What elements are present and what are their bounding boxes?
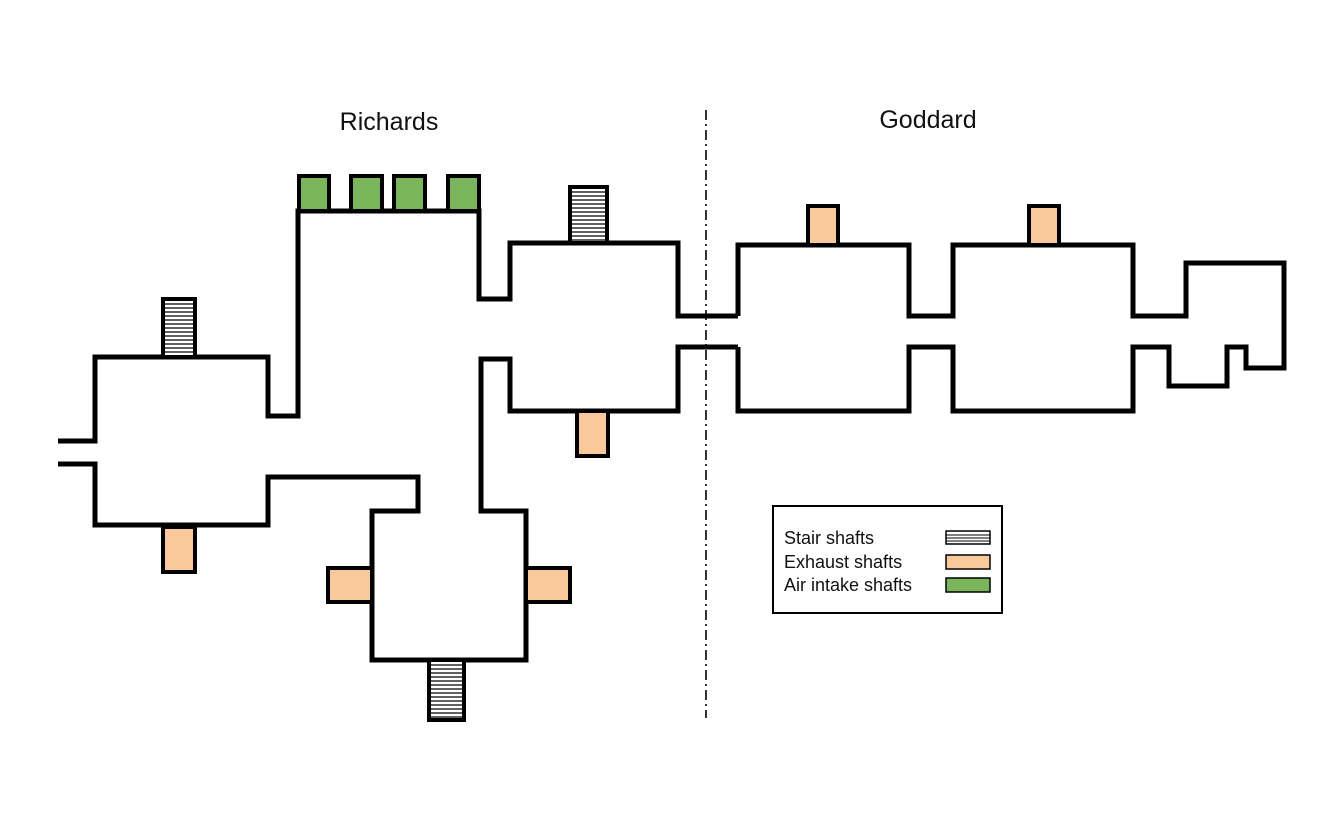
- exhaust-shaft-lower-left: [326, 566, 374, 604]
- air-intake-shaft-1: [297, 174, 331, 213]
- legend: Stair shafts Exhaust shafts Air intake s…: [772, 505, 1003, 614]
- exhaust-shaft-left-bottom: [161, 525, 197, 574]
- legend-label-intake: Air intake shafts: [784, 575, 912, 595]
- richards-lower-wall: [58, 344, 738, 663]
- exhaust-shaft-goddard-2: [1027, 204, 1061, 247]
- air-intake-shaft-4: [446, 174, 481, 213]
- richards-upper-wall: [58, 208, 738, 444]
- air-intake-shaft-2: [349, 174, 384, 213]
- exhaust-shaft-middle-bottom: [575, 409, 610, 458]
- legend-swatch-stair: [945, 530, 991, 545]
- goddard-label: Goddard: [879, 106, 976, 134]
- legend-label-stair: Stair shafts: [784, 528, 874, 548]
- air-intake-shaft-3: [392, 174, 427, 213]
- exhaust-shaft-goddard-1: [806, 204, 840, 247]
- legend-label-exhaust: Exhaust shafts: [784, 552, 902, 572]
- stair-shaft-bottom: [427, 658, 466, 722]
- legend-swatch-exhaust: [945, 554, 991, 570]
- stair-shaft-left: [161, 297, 197, 359]
- exhaust-shaft-lower-right: [524, 566, 572, 604]
- goddard-upper-wall: [735, 242, 1287, 414]
- legend-swatch-intake: [945, 577, 991, 593]
- stair-shaft-middle: [568, 185, 609, 245]
- richards-label: Richards: [340, 108, 439, 136]
